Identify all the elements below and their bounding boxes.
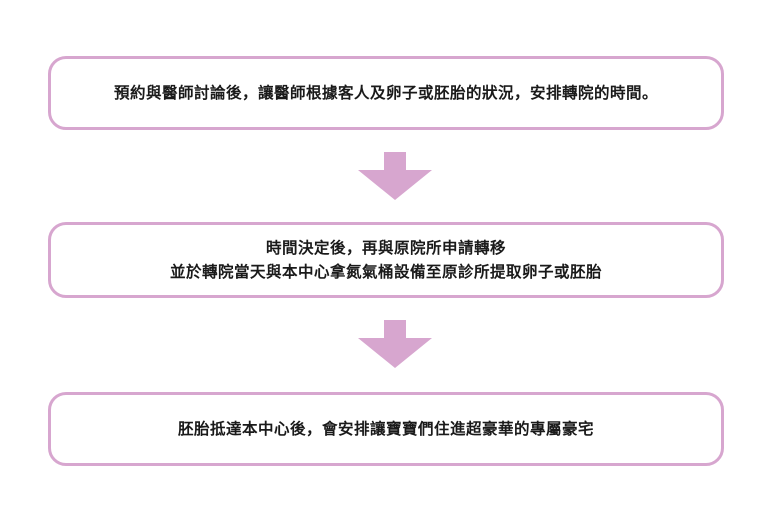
step-2-text-line-1: 時間決定後，再與原院所申請轉移 bbox=[265, 239, 506, 257]
down-arrow-icon bbox=[358, 320, 432, 368]
step-2-box: 時間決定後，再與原院所申請轉移 並於轉院當天與本中心拿氮氣桶設備至原診所提取卵子… bbox=[48, 222, 724, 298]
step-1-box: 預約與醫師討論後，讓醫師根據客人及卵子或胚胎的狀況，安排轉院的時間。 bbox=[48, 56, 724, 130]
step-1-text: 預約與醫師討論後，讓醫師根據客人及卵子或胚胎的狀況，安排轉院的時間。 bbox=[113, 84, 658, 102]
step-2-text-line-2: 並於轉院當天與本中心拿氮氣桶設備至原診所提取卵子或胚胎 bbox=[169, 263, 602, 281]
step-3-box: 胚胎抵達本中心後，會安排讓寶寶們住進超豪華的專屬豪宅 bbox=[48, 392, 724, 466]
step-3-text: 胚胎抵達本中心後，會安排讓寶寶們住進超豪華的專屬豪宅 bbox=[177, 420, 594, 438]
down-arrow-icon bbox=[358, 152, 432, 200]
